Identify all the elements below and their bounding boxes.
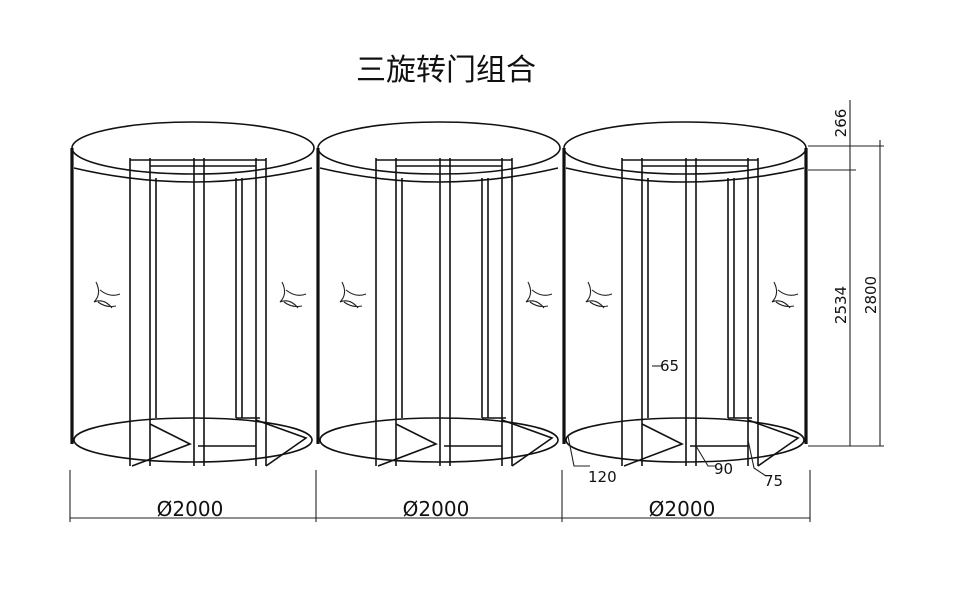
floor-ring	[565, 417, 805, 463]
canopy-band	[73, 167, 313, 183]
canopy-height-label: 266	[832, 109, 850, 138]
door-height-label: 2534	[832, 286, 850, 324]
post-width-label: 65	[660, 357, 679, 375]
callout-leader	[747, 439, 767, 477]
glass-reflection-mark	[93, 281, 121, 309]
wing-base	[255, 419, 308, 467]
diameter-label-2: Ø2000	[403, 497, 470, 521]
glass-reflection-mark	[771, 281, 799, 309]
doors-group	[70, 121, 808, 467]
total-height-label: 2800	[862, 276, 880, 314]
wing-base	[623, 423, 684, 467]
door-unit-3	[562, 121, 808, 467]
canopy-band	[565, 167, 805, 183]
drawing-title: 三旋转门组合	[356, 53, 536, 88]
door-unit-1	[70, 121, 315, 467]
diameter-label-1: Ø2000	[157, 497, 224, 521]
callout-leader	[567, 435, 590, 467]
glass-reflection-mark	[279, 281, 307, 309]
glass-reflection-mark	[525, 281, 553, 309]
wing-base	[377, 423, 438, 467]
frame-width-label: 75	[764, 472, 783, 490]
door-unit-2	[316, 121, 561, 467]
wing-width-label: 90	[714, 460, 733, 478]
floor-ring	[73, 417, 313, 463]
diameter-label-3: Ø2000	[649, 497, 716, 521]
callout-leader	[695, 445, 716, 467]
floor-ring	[319, 417, 559, 463]
wing-base	[131, 423, 192, 467]
canopy-band	[319, 167, 559, 183]
wing-base	[747, 419, 800, 467]
base-width-label: 120	[588, 468, 617, 486]
detail-callouts: 65 120 90 75	[567, 357, 783, 490]
glass-reflection-mark	[339, 281, 367, 309]
wing-base	[501, 419, 554, 467]
bottom-dimension: Ø2000 Ø2000 Ø2000	[69, 470, 811, 522]
glass-reflection-mark	[585, 281, 613, 309]
height-dimensions: 266 2534 2800	[808, 100, 884, 447]
